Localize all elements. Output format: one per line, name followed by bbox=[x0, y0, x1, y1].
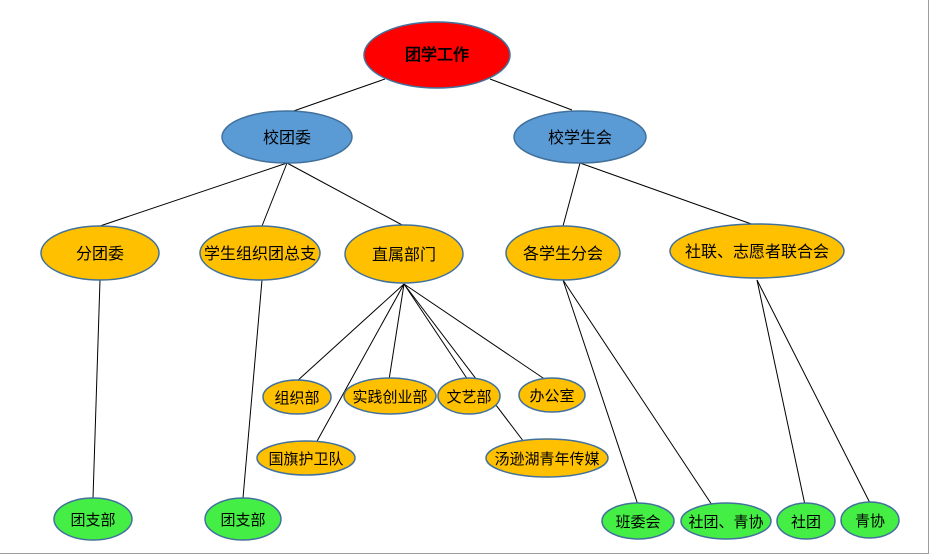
node-label: 社团、青协 bbox=[688, 513, 763, 531]
node-xiao-tuan-wei: 校团委 bbox=[221, 110, 353, 164]
connector-line bbox=[562, 279, 639, 506]
node-label: 文艺部 bbox=[446, 388, 491, 406]
node-label: 社联、志愿者联合会 bbox=[685, 242, 829, 261]
node-label: 团支部 bbox=[220, 511, 265, 529]
node-label: 办公室 bbox=[529, 387, 574, 405]
node-xiao-xue-sheng-hui: 校学生会 bbox=[513, 110, 647, 164]
connector-line bbox=[562, 162, 581, 227]
connector-line bbox=[99, 162, 288, 227]
node-shi-jian-chuang-ye-bu: 实践创业部 bbox=[343, 377, 437, 415]
node-label: 校学生会 bbox=[548, 128, 612, 147]
node-ban-wei-hui: 班委会 bbox=[601, 502, 675, 540]
node-ge-xue-sheng-fen-hui: 各学生分会 bbox=[505, 225, 621, 281]
connector-line bbox=[403, 283, 469, 381]
node-label: 团支部 bbox=[70, 511, 115, 529]
node-tang-xun-hu-qing-nian-chuan-mei: 汤逊湖青年传媒 bbox=[485, 438, 609, 478]
node-label: 班委会 bbox=[615, 513, 660, 531]
node-zu-zhi-bu: 组织部 bbox=[262, 379, 332, 415]
node-she-tuan-qing-xie: 社团、青协 bbox=[680, 502, 772, 540]
connector-line bbox=[579, 162, 758, 227]
connector-line bbox=[388, 283, 405, 381]
node-root-label: 团学工作 bbox=[405, 45, 469, 64]
node-ban-gong-shi: 办公室 bbox=[518, 377, 586, 413]
node-tuan-zhi-bu-2: 团支部 bbox=[204, 497, 282, 541]
node-wen-yi-bu: 文艺部 bbox=[437, 377, 501, 415]
connector-line bbox=[489, 78, 573, 111]
node-label: 校团委 bbox=[263, 128, 311, 147]
connector-line bbox=[403, 283, 525, 443]
node-tuan-zhi-bu-1: 团支部 bbox=[53, 497, 133, 541]
node-label: 国旗护卫队 bbox=[268, 450, 343, 468]
connector-line bbox=[403, 283, 547, 381]
node-she-tuan: 社团 bbox=[776, 502, 836, 540]
node-guo-qi-hu-wei-dui: 国旗护卫队 bbox=[256, 440, 356, 476]
connector-line bbox=[284, 78, 386, 115]
node-tuan-zong-zhi: 学生组织团总支 bbox=[199, 225, 321, 281]
connector-line bbox=[295, 283, 405, 383]
connector-line bbox=[261, 162, 288, 227]
connector-line bbox=[756, 279, 871, 504]
connector-line bbox=[92, 279, 101, 499]
connector-line bbox=[286, 162, 405, 227]
node-label: 分团委 bbox=[76, 244, 124, 263]
node-label: 社团 bbox=[791, 513, 821, 531]
node-qing-xie: 青协 bbox=[840, 501, 900, 539]
connector-line bbox=[756, 279, 806, 506]
node-fen-tuan-wei: 分团委 bbox=[40, 225, 160, 281]
node-label: 直属部门 bbox=[372, 245, 436, 264]
connector-line bbox=[562, 279, 713, 506]
node-label: 各学生分会 bbox=[523, 244, 603, 263]
node-label: 实践创业部 bbox=[352, 388, 427, 406]
node-root: 团学工作 bbox=[363, 21, 511, 89]
connector-line bbox=[242, 279, 263, 499]
connector-line bbox=[315, 283, 405, 444]
connector-lines bbox=[92, 78, 871, 506]
node-label: 汤逊湖青年传媒 bbox=[494, 450, 599, 468]
node-zhi-shu-bu-men: 直属部门 bbox=[344, 224, 464, 284]
node-label: 青协 bbox=[855, 512, 885, 530]
node-she-lian-zhi-yuan-zhe: 社联、志愿者联合会 bbox=[669, 223, 845, 279]
node-label: 组织部 bbox=[274, 389, 319, 407]
node-label: 学生组织团总支 bbox=[204, 244, 316, 263]
